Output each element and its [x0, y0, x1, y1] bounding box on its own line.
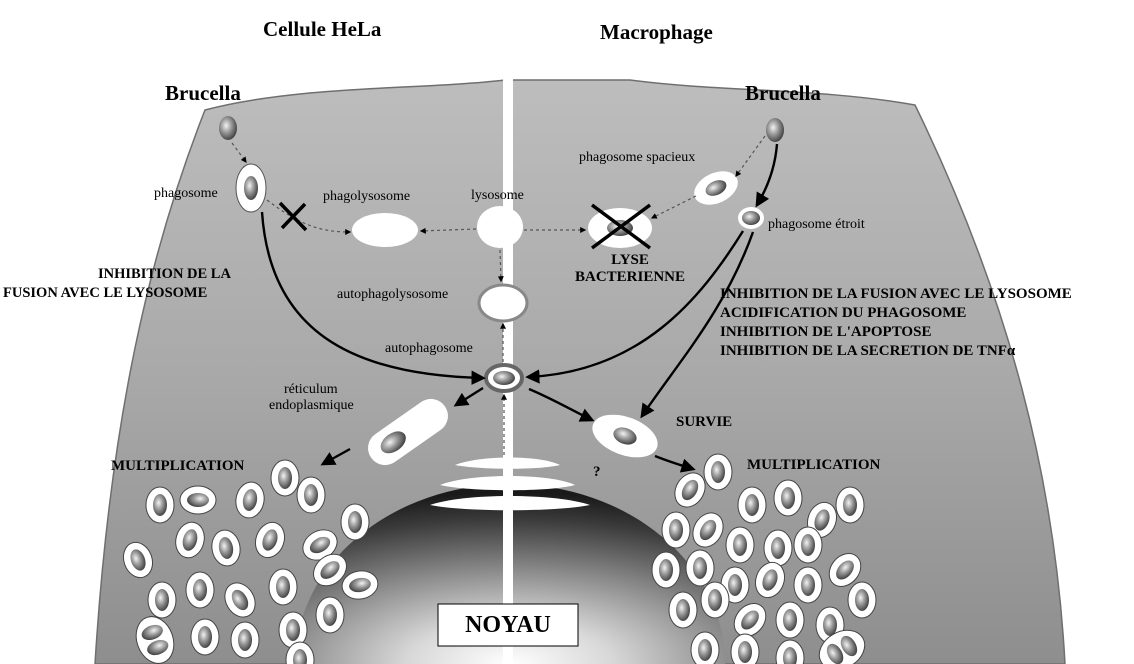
macrophage-effect-4: INHIBITION DE LA SECRETION DE TNFα [720, 343, 1015, 360]
autophagolysosome-label: autophagolysosome [337, 287, 448, 303]
heading-hela: Cellule HeLa [263, 17, 381, 42]
reticulum-label-line1: réticulum [284, 382, 338, 398]
vacuole-bacterium [148, 582, 176, 618]
vacuole-bacterium [316, 597, 344, 633]
multiplication-right-label: MULTIPLICATION [747, 457, 880, 474]
lyse-label-line2: BACTERIENNE [570, 269, 690, 286]
vacuole-bacterium [726, 527, 754, 563]
brucella-left-label: Brucella [165, 81, 241, 106]
vacuole-bacterium [738, 487, 766, 523]
phagolysosome-vesicle [352, 213, 418, 247]
phagosome-left-bacterium [244, 176, 258, 200]
macrophage-effect-1: INHIBITION DE LA FUSION AVEC LE LYSOSOME [720, 286, 1072, 303]
vacuole-bacterium [186, 572, 214, 608]
phagosome-etroit-bacterium [742, 211, 760, 225]
inhibition-left-line1: INHIBITION DE LA [98, 266, 231, 283]
phagolysosome-label: phagolysosome [323, 189, 410, 205]
vacuole-bacterium [764, 530, 792, 566]
vacuole-bacterium [701, 582, 729, 618]
macrophage-effect-2: ACIDIFICATION DU PHAGOSOME [720, 305, 966, 322]
reticulum-label-line2: endoplasmique [269, 398, 354, 414]
phagosome-spacieux-label: phagosome spacieux [579, 150, 695, 166]
autophagolysosome-vesicle [479, 285, 527, 321]
inhibition-left-line2: FUSION AVEC LE LYSOSOME [3, 285, 207, 302]
question-mark: ? [593, 464, 601, 481]
vacuole-bacterium [704, 454, 732, 490]
brucella-left-bacterium [219, 116, 237, 140]
heading-macrophage: Macrophage [600, 20, 713, 45]
phagosome-etroit-label: phagosome étroit [768, 217, 865, 233]
vacuole-bacterium [686, 550, 714, 586]
vacuole-bacterium [191, 619, 219, 655]
vacuole-bacterium [271, 460, 299, 496]
vacuole-bacterium [652, 552, 680, 588]
lysosome-label: lysosome [471, 188, 524, 204]
brucella-right-bacterium [766, 118, 784, 142]
macrophage-effect-3: INHIBITION DE L'APOPTOSE [720, 324, 931, 341]
vacuole-bacterium [269, 569, 297, 605]
vacuole-bacterium [691, 632, 719, 664]
vacuole-bacterium [669, 592, 697, 628]
vacuole-bacterium [180, 486, 216, 514]
vacuole-bacterium [848, 582, 876, 618]
lysosome-vesicle [477, 206, 523, 248]
survie-label: SURVIE [676, 414, 732, 431]
vacuole-bacterium [297, 477, 325, 513]
vacuole-bacterium [662, 512, 690, 548]
phagosome-label: phagosome [154, 186, 218, 202]
autophagosome-label: autophagosome [385, 341, 473, 357]
vacuole-bacterium [231, 622, 259, 658]
autophagosome-bacterium [493, 371, 515, 385]
vacuole-bacterium [341, 504, 369, 540]
vacuole-bacterium [731, 634, 759, 664]
multiplication-left-label: MULTIPLICATION [111, 458, 244, 475]
vacuole-bacterium [794, 567, 822, 603]
vacuole-bacterium [794, 527, 822, 563]
vacuole-bacterium [776, 602, 804, 638]
lyse-label-line1: LYSE [570, 252, 690, 269]
vacuole-bacterium [774, 480, 802, 516]
vacuole-bacterium [836, 487, 864, 523]
brucella-right-label: Brucella [745, 81, 821, 106]
noyau-label: NOYAU [438, 612, 578, 639]
vacuole-bacterium [146, 487, 174, 523]
